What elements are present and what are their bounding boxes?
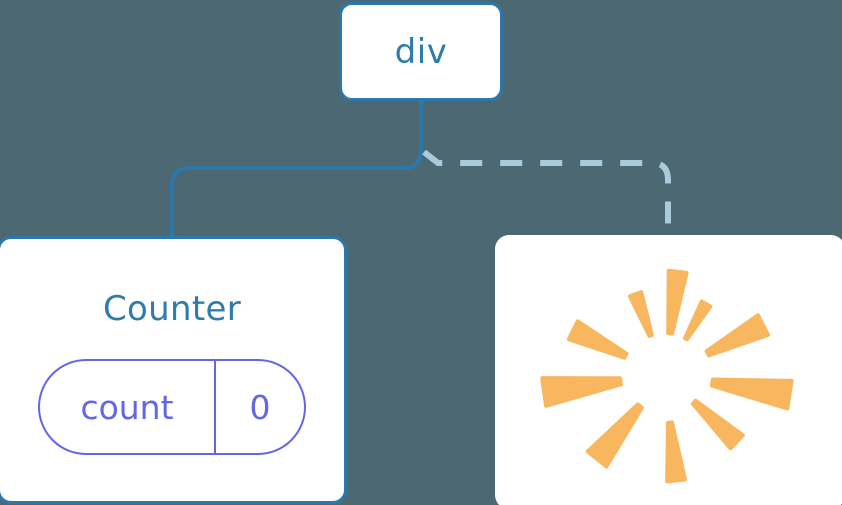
ray-e (709, 377, 794, 411)
ray-ssw (585, 402, 644, 469)
state-pill-value: 0 (249, 387, 271, 427)
ray-nw (566, 319, 629, 360)
node-div-label: div (394, 31, 448, 72)
state-pill-count[interactable]: count 0 (38, 359, 306, 455)
ray-nne (683, 299, 713, 342)
node-counter-label: Counter (103, 289, 241, 329)
ray-n (666, 268, 689, 336)
ray-w (540, 376, 623, 408)
node-counter[interactable]: Counter count 0 (0, 236, 347, 504)
edge-root-to-counter (170, 97, 423, 242)
node-div[interactable]: div (339, 2, 503, 101)
edge-root-to-pending (422, 149, 671, 240)
node-pending[interactable] (495, 235, 842, 505)
sparkle-burst-icon (540, 268, 794, 484)
ray-ne (704, 313, 770, 358)
state-pill-key: count (40, 361, 216, 453)
ray-s (665, 420, 687, 484)
ray-nnw (627, 290, 654, 338)
ray-ese (690, 398, 745, 451)
